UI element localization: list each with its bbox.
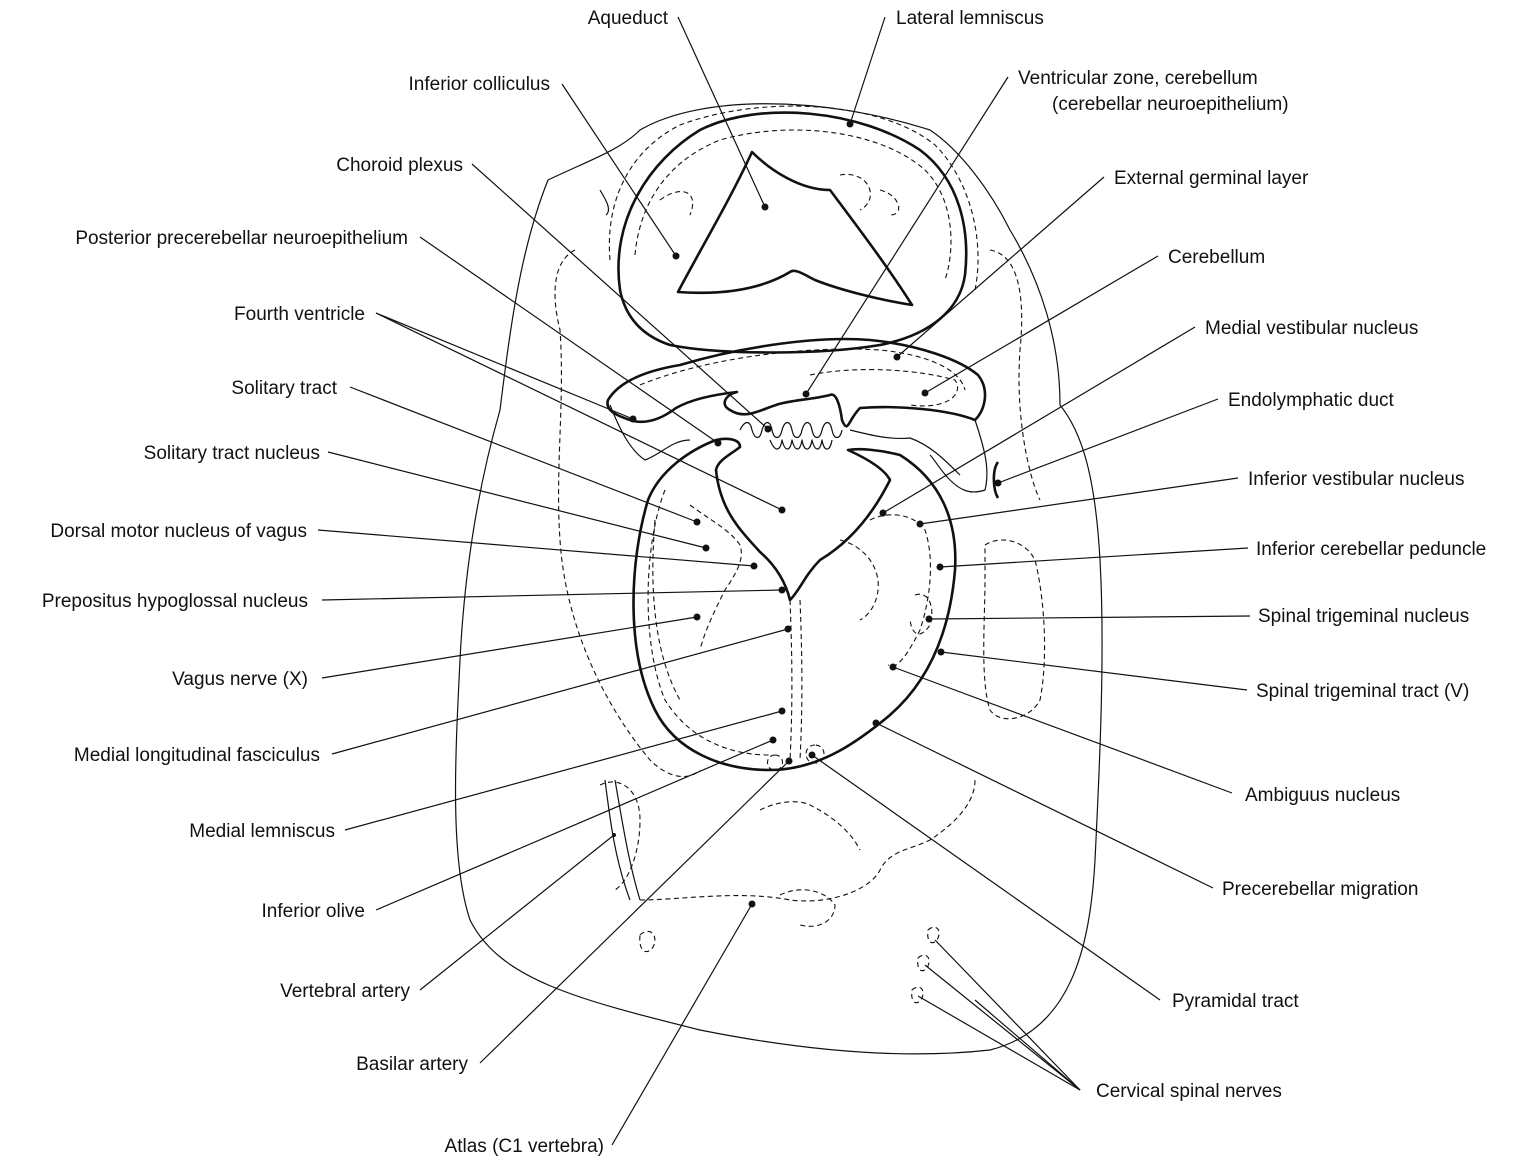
dot-precerebellar-migration (873, 720, 880, 727)
label-cerebellum: Cerebellum (1168, 247, 1265, 268)
dot-atlas (749, 901, 756, 908)
label-precerebellar-migration: Precerebellar migration (1222, 879, 1418, 900)
leader-spinal-trigeminal-nucleus (929, 616, 1250, 619)
dot-mlf (785, 626, 792, 633)
label-medial-vestibular: Medial vestibular nucleus (1205, 318, 1418, 339)
label-cervical-nerves: Cervical spinal nerves (1096, 1081, 1282, 1102)
label-posterior-precerebellar: Posterior precerebellar neuroepithelium (75, 228, 408, 249)
labels: Aqueduct Lateral lemniscus Inferior coll… (42, 8, 1486, 1157)
dot-vagus-nerve (694, 614, 701, 621)
label-lateral-lemniscus: Lateral lemniscus (896, 8, 1044, 29)
dot-inferior-olive (770, 737, 777, 744)
dot-endolymphatic-duct (995, 480, 1002, 487)
label-spinal-trigeminal-nucleus: Spinal trigeminal nucleus (1258, 606, 1469, 627)
dot-medial-lemniscus (779, 708, 786, 715)
dot-medial-vestibular (880, 510, 887, 517)
leader-inferior-olive (376, 740, 773, 910)
label-medial-lemniscus: Medial lemniscus (189, 821, 335, 842)
dot-external-germinal-layer (894, 354, 901, 361)
dot-prepositus (779, 587, 786, 594)
dot-ambiguus (890, 664, 897, 671)
leader-inferior-vestibular (920, 478, 1238, 524)
dot-cerebellum (922, 390, 929, 397)
label-ventricular-zone-2: (cerebellar neuroepithelium) (1052, 94, 1289, 115)
label-choroid-plexus: Choroid plexus (336, 155, 463, 176)
dot-solitary-tract (694, 519, 701, 526)
dot-lateral-lemniscus (847, 121, 854, 128)
dot-inferior-colliculus (673, 253, 680, 260)
leader-cervical-nerves-b (925, 965, 1080, 1090)
leader-pyramidal-tract (812, 755, 1160, 1000)
label-external-germinal-layer: External germinal layer (1114, 168, 1309, 189)
dot-posterior-precerebellar (715, 440, 722, 447)
inferior-colliculus-region (609, 106, 978, 352)
leader-spinal-trigeminal-tract (941, 652, 1247, 690)
leader-prepositus (322, 590, 782, 600)
leader-inferior-cerebellar-peduncle (940, 548, 1248, 567)
leader-medial-lemniscus (345, 711, 782, 830)
leader-lateral-lemniscus (850, 17, 885, 124)
lateral-structures (555, 250, 1045, 1003)
label-prepositus: Prepositus hypoglossal nucleus (42, 591, 308, 612)
leader-cervical-nerves-c (918, 996, 1080, 1090)
leader-ambiguus (893, 667, 1232, 793)
label-spinal-trigeminal-tract: Spinal trigeminal tract (V) (1256, 681, 1469, 702)
leader-posterior-precerebellar (420, 237, 718, 443)
label-fourth-ventricle: Fourth ventricle (234, 304, 365, 325)
dot-fourth-ventricle-a (630, 416, 637, 423)
leader-vertebral-artery (420, 835, 614, 990)
label-solitary-tract-nucleus: Solitary tract nucleus (144, 443, 320, 464)
label-endolymphatic-duct: Endolymphatic duct (1228, 390, 1395, 411)
dot-aqueduct (762, 204, 769, 211)
label-vertebral-artery: Vertebral artery (280, 981, 410, 1002)
label-inferior-vestibular: Inferior vestibular nucleus (1248, 469, 1465, 490)
label-solitary-tract: Solitary tract (231, 378, 337, 399)
label-vagus-nerve: Vagus nerve (X) (172, 669, 308, 690)
dot-vertebral-artery (612, 833, 616, 837)
label-inferior-colliculus: Inferior colliculus (409, 74, 551, 95)
leader-endolymphatic-duct (998, 399, 1218, 483)
label-mlf: Medial longitudinal fasciculus (74, 745, 320, 766)
label-inferior-cerebellar-peduncle: Inferior cerebellar peduncle (1256, 539, 1486, 560)
leader-precerebellar-migration (876, 723, 1213, 888)
label-aqueduct: Aqueduct (588, 8, 669, 29)
leader-external-germinal-layer (897, 177, 1104, 357)
label-dorsal-motor-vagus: Dorsal motor nucleus of vagus (50, 521, 307, 542)
leader-fourth-ventricle-b (376, 313, 782, 510)
dot-spinal-trigeminal-nucleus (926, 616, 933, 623)
medulla-region (633, 439, 955, 770)
leader-inferior-colliculus (562, 84, 676, 256)
dot-ventricular-zone (803, 391, 810, 398)
section-outline (456, 104, 1103, 1054)
label-pyramidal-tract: Pyramidal tract (1172, 991, 1299, 1012)
leader-medial-vestibular (883, 327, 1195, 513)
dot-basilar-artery (786, 758, 793, 765)
leader-cervical-nerves-join (975, 1000, 1080, 1090)
dot-choroid-plexus (765, 426, 772, 433)
label-inferior-olive: Inferior olive (262, 901, 366, 922)
dot-fourth-ventricle-b (779, 507, 786, 514)
dot-dorsal-motor-vagus (751, 563, 758, 570)
leader-cervical-nerves-a (935, 940, 1080, 1090)
leader-aqueduct (678, 17, 765, 207)
leader-mlf (332, 629, 788, 754)
dot-solitary-tract-nucleus (703, 545, 710, 552)
dot-inferior-cerebellar-peduncle (937, 564, 944, 571)
label-ventricular-zone-1: Ventricular zone, cerebellum (1018, 68, 1258, 89)
leader-dorsal-motor-vagus (318, 530, 754, 566)
dot-spinal-trigeminal-tract (938, 649, 945, 656)
label-ambiguus: Ambiguus nucleus (1245, 785, 1400, 806)
leader-fourth-ventricle-a (376, 313, 633, 419)
dot-pyramidal-tract (809, 752, 816, 759)
leader-cerebellum (925, 256, 1158, 393)
cerebellum-region (607, 339, 986, 492)
label-basilar-artery: Basilar artery (356, 1054, 468, 1075)
leader-basilar-artery (480, 761, 789, 1063)
label-atlas: Atlas (C1 vertebra) (445, 1136, 604, 1157)
leader-atlas (612, 904, 752, 1145)
dot-inferior-vestibular (917, 521, 924, 528)
